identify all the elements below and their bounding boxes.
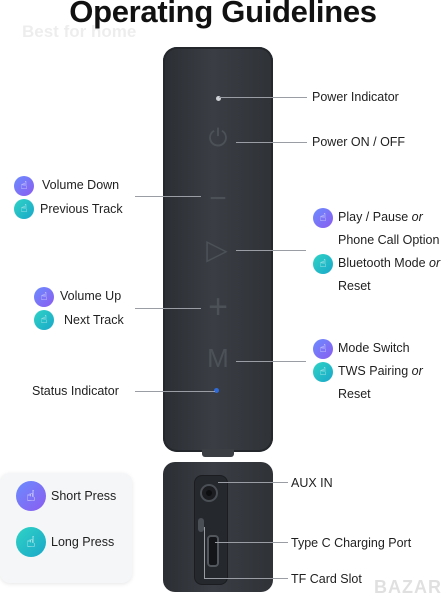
long-press-icon: ☝ (14, 199, 34, 219)
leader-volume-up (135, 308, 201, 309)
short-press-icon: ☝ (313, 339, 333, 359)
play-pause-button[interactable]: ▷ (206, 234, 228, 265)
label-tws-pairing: TWS Pairing or (338, 364, 423, 378)
power-button[interactable]: ⏻ (208, 125, 228, 152)
short-press-icon: ☝ (313, 208, 333, 228)
label-play-pause: Play / Pause or (338, 210, 423, 224)
leader-volume-down (135, 196, 201, 197)
short-press-icon: ☝ (14, 176, 34, 196)
legend-long-press: Long Press (51, 535, 115, 549)
leader-status-indicator (135, 391, 215, 392)
short-press-icon: ☝ (34, 287, 54, 307)
leader-tf-card-vertical (204, 527, 205, 578)
watermark-text: Best for home (22, 22, 137, 41)
leader-play-pause (236, 250, 306, 251)
type-c-port[interactable] (207, 535, 219, 567)
label-type-c-port: Type C Charging Port (291, 536, 412, 550)
label-next-track: Next Track (64, 313, 124, 327)
power-indicator-led (216, 96, 221, 101)
press-legend: ☝ Short Press ☝ Long Press (0, 473, 132, 583)
leader-mode-switch (236, 361, 306, 362)
volume-up-button[interactable]: + (208, 288, 228, 326)
label-mode-switch: Mode Switch (338, 341, 410, 355)
label-volume-up: Volume Up (60, 289, 122, 303)
label-power-on-off: Power ON / OFF (312, 135, 406, 149)
label-power-indicator: Power Indicator (312, 90, 399, 104)
mode-button[interactable]: M (207, 343, 229, 373)
leader-power-indicator (219, 97, 307, 98)
long-press-icon: ☝ (34, 310, 54, 330)
label-aux-in: AUX IN (291, 476, 333, 490)
tf-card-slot[interactable] (198, 518, 204, 532)
label-reset-2: Reset (338, 387, 371, 401)
label-tf-card-slot: TF Card Slot (291, 572, 362, 586)
label-bluetooth-mode: Bluetooth Mode or (338, 256, 441, 270)
speaker-foot (202, 449, 234, 457)
legend-short-press: Short Press (51, 489, 117, 503)
aux-in-port[interactable] (200, 484, 218, 502)
corner-watermark: BAZAR (374, 577, 442, 597)
label-status-indicator: Status Indicator (32, 384, 119, 398)
leader-power-on-off (236, 142, 307, 143)
long-press-legend-icon: ☝ (16, 527, 46, 557)
leader-tf-card (204, 578, 288, 579)
speaker-top-view (163, 47, 273, 452)
label-volume-down: Volume Down (42, 178, 120, 192)
page-title: Operating Guidelines (69, 0, 377, 29)
long-press-icon: ☝ (313, 254, 333, 274)
long-press-icon: ☝ (313, 362, 333, 382)
leader-aux-in (218, 482, 288, 483)
label-phone-call-option: Phone Call Option (338, 233, 440, 247)
status-indicator-led (214, 388, 219, 393)
label-previous-track: Previous Track (40, 202, 123, 216)
leader-type-c (215, 542, 288, 543)
label-reset-1: Reset (338, 279, 371, 293)
volume-down-button[interactable]: − (209, 182, 227, 215)
short-press-legend-icon: ☝ (16, 481, 46, 511)
